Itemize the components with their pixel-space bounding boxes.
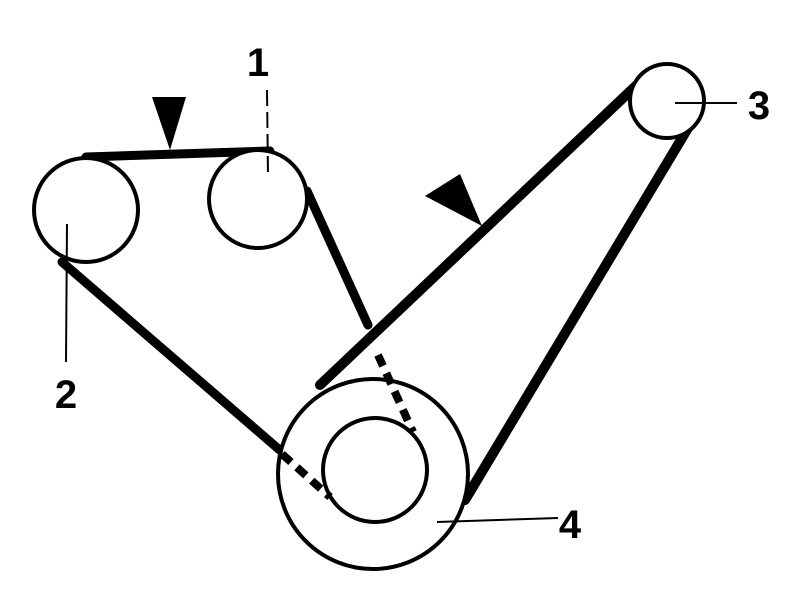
label-pulley-3: 3	[748, 84, 770, 128]
belt-run-pulley3-to-pulley4-left	[315, 75, 647, 390]
callout-line-4	[436, 517, 559, 523]
pulley-4-inner	[321, 416, 429, 524]
label-pulley-1: 1	[247, 41, 269, 85]
callout-line-2	[65, 223, 68, 363]
belt-hidden-segment-left	[279, 451, 333, 500]
tension-check-arrow-top	[152, 97, 186, 150]
callout-line-1	[266, 89, 269, 177]
belt-hidden-segment-right	[374, 353, 417, 434]
pulley-3	[628, 62, 706, 140]
label-pulley-4: 4	[559, 503, 582, 547]
pulley-1	[207, 148, 309, 250]
belt-run-pulley1-down	[302, 186, 373, 330]
pulley-2	[32, 156, 140, 264]
belt-run-pulley3-to-pulley4-right	[460, 123, 693, 505]
label-pulley-2: 2	[55, 373, 77, 417]
belt-run-pulley2-to-pulley4	[57, 257, 287, 457]
tension-check-arrow-diagonal	[425, 174, 482, 226]
